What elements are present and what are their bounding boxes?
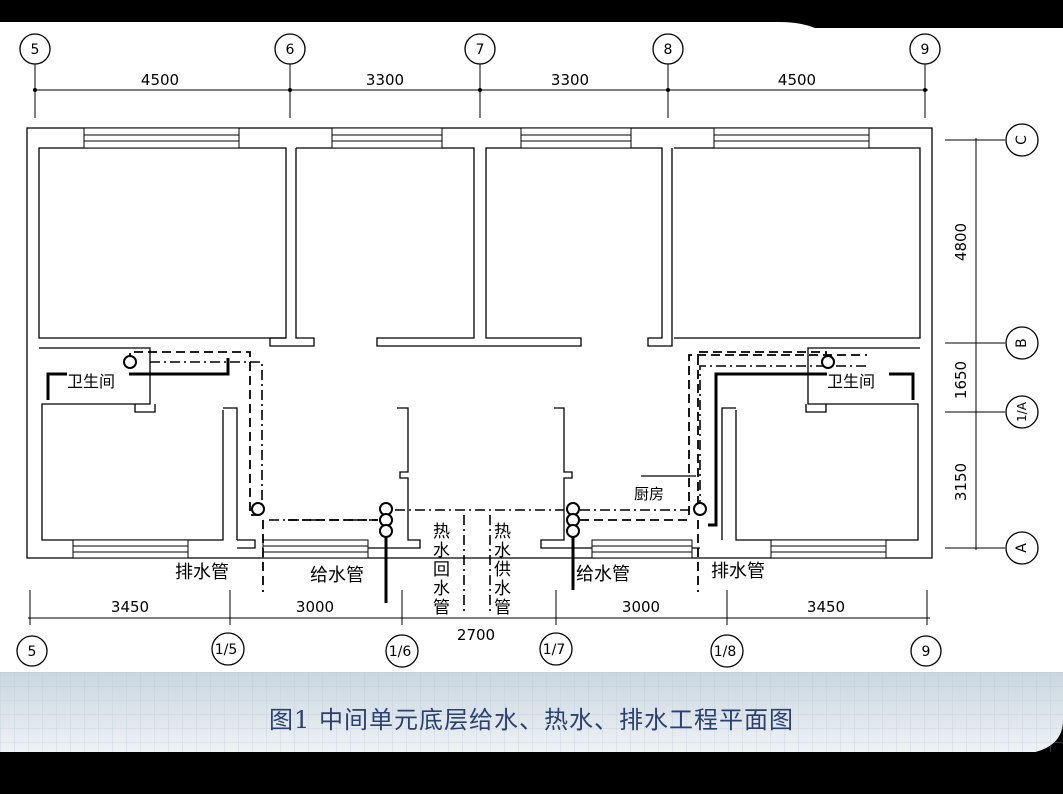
hot-water-pipes — [150, 361, 867, 612]
axis-label: 5 — [28, 644, 37, 660]
pipe-risers — [123, 355, 835, 538]
dim-bottom-1: 3450 — [111, 598, 149, 616]
label-drain-right: 排水管 — [711, 561, 765, 582]
axis-label: 1/5 — [215, 642, 238, 658]
axis-label: 1/8 — [714, 644, 737, 660]
label-hot-return: 热水回水管 — [433, 522, 450, 618]
axis-bubble-B: B — [1005, 326, 1039, 360]
label-hot-supply: 热水供水管 — [494, 522, 511, 618]
axis-bubble-A: A — [1005, 531, 1039, 565]
room-labels: 卫生间 卫生间 厨房 — [67, 372, 889, 503]
window-bottom-2 — [262, 539, 369, 559]
label-drain-left: 排水管 — [175, 562, 229, 583]
dim-top-3: 3300 — [551, 71, 589, 89]
window-top-4 — [713, 127, 870, 149]
axis-label: 8 — [664, 42, 673, 58]
label-bathroom-right: 卫生间 — [827, 372, 875, 391]
dim-top-1: 4500 — [141, 71, 179, 89]
dim-bottom-4: 3000 — [622, 598, 660, 616]
axis-bubble-top-7: 7 — [464, 33, 496, 65]
axis-bubble-top-6: 6 — [274, 33, 306, 65]
axis-bubble-bottom-1-7: 1/7 — [539, 632, 573, 666]
label-bathroom-left: 卫生间 — [67, 372, 115, 391]
dim-right-2: 1650 — [952, 361, 970, 399]
dim-top-2: 3300 — [366, 71, 404, 89]
dim-bottom-5: 3450 — [807, 598, 845, 616]
axis-label: 5 — [31, 42, 40, 58]
right-dimensions: 4800 1650 3150 — [952, 223, 970, 501]
top-dimensions: 4500 3300 3300 4500 — [141, 71, 816, 89]
axis-bubble-top-8: 8 — [652, 33, 684, 65]
axis-label: A — [1014, 543, 1030, 553]
pipe-labels: 排水管 给水管 热水回水管 热水供水管 给水管 排水管 — [175, 522, 765, 618]
slide-background — [0, 22, 1063, 752]
axis-bubble-top-9: 9 — [909, 33, 941, 65]
axis-bubble-bottom-1-6: 1/6 — [385, 634, 419, 668]
axis-label: 1/7 — [543, 642, 566, 658]
windows — [72, 127, 887, 559]
label-kitchen: 厨房 — [634, 485, 664, 503]
window-top-1 — [83, 127, 240, 149]
axis-label: 9 — [922, 644, 931, 660]
dim-bottom-3: 2700 — [457, 626, 495, 644]
label-supply-right: 给水管 — [576, 564, 630, 585]
bottom-axis-bubbles: 5 1/5 1/6 1/7 1/8 9 — [16, 632, 942, 668]
right-axis-bubbles: C B 1/A A — [1005, 123, 1039, 565]
axis-bubble-bottom-1-5: 1/5 — [211, 632, 245, 666]
axis-bubble-C: C — [1005, 123, 1039, 157]
axis-bubble-bottom-9: 9 — [910, 635, 942, 667]
bottom-dimensions: 3450 3000 2700 3000 3450 — [111, 598, 845, 644]
axis-label: 1/6 — [389, 644, 412, 660]
window-bottom-4 — [770, 539, 887, 559]
dim-right-1: 4800 — [952, 223, 970, 261]
window-bottom-3 — [591, 539, 693, 559]
dim-right-3: 3150 — [952, 463, 970, 501]
window-top-2 — [331, 127, 443, 149]
axis-bubble-bottom-1-8: 1/8 — [710, 634, 744, 668]
window-top-3 — [520, 127, 632, 149]
footer-grid — [0, 672, 1063, 752]
window-bottom-1 — [72, 539, 189, 559]
top-axis-bubbles: 5 6 7 8 9 — [19, 33, 941, 65]
axis-label: 6 — [286, 42, 295, 58]
axis-label: B — [1014, 338, 1030, 348]
axis-bubble-bottom-5: 5 — [16, 635, 48, 667]
figure-caption: 图1 中间单元底层给水、热水、排水工程平面图 — [269, 706, 794, 734]
axis-label: 1/A — [1015, 401, 1029, 422]
dim-bottom-2: 3000 — [296, 598, 334, 616]
axis-bubble-1A: 1/A — [1005, 395, 1039, 429]
axis-label: 7 — [476, 42, 485, 58]
axis-label: C — [1014, 135, 1030, 145]
axis-label: 9 — [921, 42, 930, 58]
label-supply-left: 给水管 — [310, 565, 364, 586]
axis-bubble-top-5: 5 — [19, 33, 51, 65]
dim-top-4: 4500 — [778, 71, 816, 89]
